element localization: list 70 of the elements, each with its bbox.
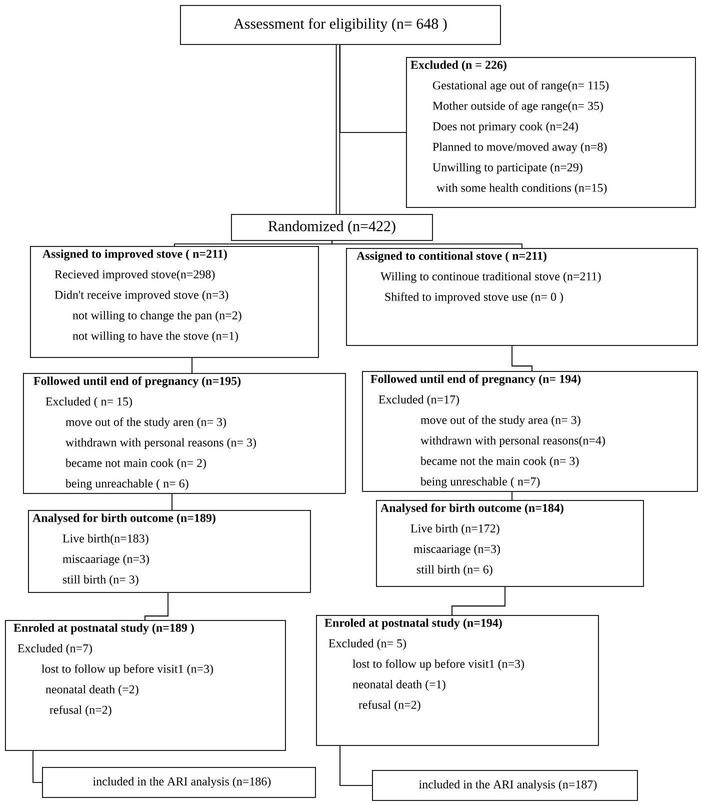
list-item: still birth (n= 3) <box>62 575 138 586</box>
list-item: not willing to change the pan (n=2) <box>72 310 242 322</box>
process-box <box>231 214 433 241</box>
exclusion-box <box>406 57 696 208</box>
list-item: became not the main cook (n= 3) <box>420 456 579 468</box>
list-item: became not main cook (n= 2) <box>65 458 206 470</box>
connector-line <box>452 586 506 616</box>
list-item: Didn't receive improved stove (n=3) <box>54 290 228 302</box>
list-item: still birth (n= 6) <box>416 565 492 576</box>
process-box <box>316 615 599 746</box>
list-item: move out of the study aren (n= 3) <box>66 417 226 428</box>
process-box <box>372 770 638 801</box>
box-heading: Enroled at postnatal study (n=189 ) <box>14 623 194 634</box>
box-heading: Followed until end of pregnancy (n= 194) <box>370 374 581 386</box>
box-heading: included in the ARI analysis (n=187) <box>419 780 597 791</box>
box-heading: Followed until end of pregnancy (n=195) <box>34 376 241 388</box>
list-item: Mother outside of age range(n= 35) <box>432 101 603 112</box>
process-box <box>5 620 286 751</box>
connector-line <box>32 750 42 783</box>
list-item: Gestational age out of range(n= 115) <box>432 80 609 92</box>
list-item: Live birth(n=183) <box>62 534 148 545</box>
list-item: not willing to have the stove (n=1) <box>72 331 238 342</box>
process-box <box>28 510 311 593</box>
list-item: miscaariage (n=3) <box>414 544 500 556</box>
box-heading: included in the ARI analysis (n=186) <box>93 777 271 788</box>
box-heading: Randomized (n=422) <box>268 220 396 234</box>
list-item: Excluded (n=17) <box>378 395 459 406</box>
process-box <box>346 248 698 346</box>
list-item: Live birth (n=172) <box>410 524 500 535</box>
list-item: Excluded (n=7) <box>18 644 92 655</box>
box-heading: Analysed for birth outcome (n=184) <box>380 503 564 514</box>
list-item: Planned to move/moved away (n=8) <box>432 142 607 154</box>
list-item: neonatal death (=2) <box>46 684 138 696</box>
list-item: Excluded (n= 5) <box>328 638 406 650</box>
box-heading: Excluded (n = 226) <box>410 60 506 72</box>
list-item: Unwilling to participate (n=29) <box>432 162 582 174</box>
list-item: withdrawn with personal reasons(n=4) <box>420 436 605 447</box>
list-item: being unreschable ( n=7) <box>420 477 540 488</box>
list-item: refusal (n=2) <box>358 700 420 712</box>
box-heading: Assigned to contitional stove ( n=211) <box>356 251 546 262</box>
connector-line <box>336 44 340 214</box>
process-box <box>42 767 316 798</box>
list-item: Does not primary cook (n=24) <box>432 122 578 133</box>
list-item: withdrawn with personal reasons (n= 3) <box>65 438 256 449</box>
connector-line <box>340 44 406 133</box>
connector-line <box>512 345 532 372</box>
process-box <box>362 371 698 492</box>
box-heading: Enroled at postnatal study (n=194) <box>324 618 502 630</box>
connector-line <box>144 592 168 620</box>
list-item: refusal (n=2) <box>50 705 112 716</box>
list-item: neonatal death (=1) <box>352 680 446 691</box>
list-item: lost to follow up before visit1 (n=3) <box>42 664 213 676</box>
box-heading: Assigned to improved stove ( n=211) <box>42 249 227 260</box>
list-item: Shifted to improved stove use (n= 0 ) <box>385 292 563 304</box>
connector-line <box>340 745 372 786</box>
list-item: miscaariage (n=3) <box>62 554 149 566</box>
process-box <box>376 500 644 587</box>
title-box <box>180 5 501 45</box>
list-item: being unreachable ( n= 6) <box>65 479 188 490</box>
process-box <box>23 373 346 494</box>
list-item: with some health conditions (n=15) <box>436 183 607 194</box>
connector-line <box>332 240 522 248</box>
box-heading: Assessment for eligibility (n= 648 ) <box>234 18 447 32</box>
list-item: Willing to continoue traditional stove (n=211) <box>380 272 601 283</box>
box-heading: Analysed for birth outcome (n=189) <box>32 513 216 524</box>
list-item: move out of the study area (n= 3) <box>420 415 580 426</box>
list-item: lost to follow up before visit1 (n=3) <box>352 659 524 670</box>
list-item: Excluded ( n= 15) <box>46 397 132 408</box>
process-box <box>30 246 319 358</box>
list-item: Recieved improved stove(n=298) <box>54 270 215 281</box>
